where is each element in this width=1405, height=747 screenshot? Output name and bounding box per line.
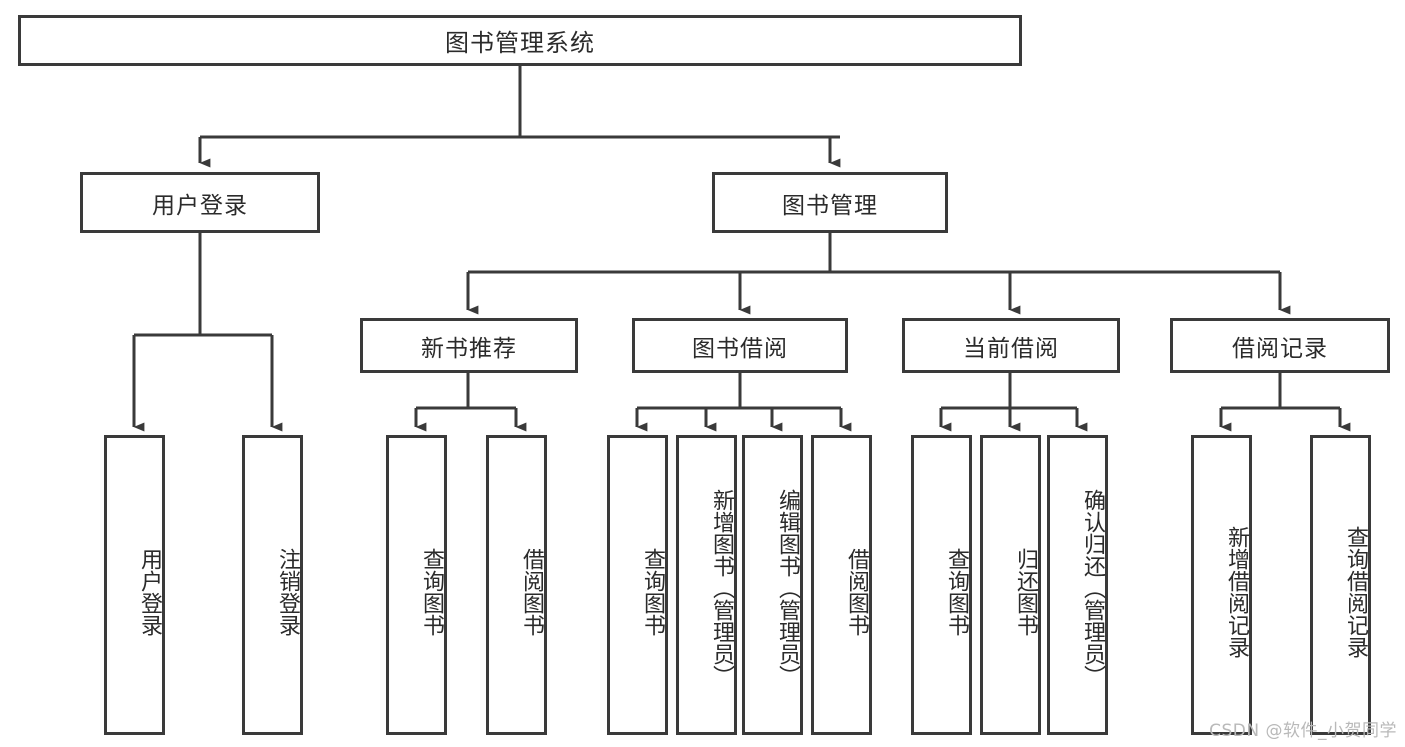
leaf-confirm-return[interactable]: 确认归还（管理员） xyxy=(1047,435,1108,735)
node-book-borrow[interactable]: 图书借阅 xyxy=(632,318,848,373)
node-new-book-recommend[interactable]: 新书推荐 xyxy=(360,318,578,373)
leaf-edit-book[interactable]: 编辑图书（管理员） xyxy=(742,435,803,735)
leaf-query-book-borrow[interactable]: 查询图书 xyxy=(607,435,668,735)
leaf-borrow-book-new[interactable]: 借阅图书 xyxy=(486,435,547,735)
leaf-query-book-current[interactable]: 查询图书 xyxy=(911,435,972,735)
leaf-add-record[interactable]: 新增借阅记录 xyxy=(1191,435,1252,735)
node-user-login[interactable]: 用户登录 xyxy=(80,172,320,233)
leaf-query-book-new[interactable]: 查询图书 xyxy=(386,435,447,735)
leaf-logout[interactable]: 注销登录 xyxy=(242,435,303,735)
leaf-borrow-book[interactable]: 借阅图书 xyxy=(811,435,872,735)
leaf-user-login[interactable]: 用户登录 xyxy=(104,435,165,735)
leaf-return-book[interactable]: 归还图书 xyxy=(980,435,1041,735)
node-borrow-record[interactable]: 借阅记录 xyxy=(1170,318,1390,373)
leaf-query-record[interactable]: 查询借阅记录 xyxy=(1310,435,1371,735)
node-current-borrow[interactable]: 当前借阅 xyxy=(902,318,1120,373)
node-book-management[interactable]: 图书管理 xyxy=(712,172,948,233)
watermark: CSDN @软件_小贺同学 xyxy=(1209,721,1397,741)
leaf-add-book[interactable]: 新增图书（管理员） xyxy=(676,435,737,735)
node-root[interactable]: 图书管理系统 xyxy=(18,15,1022,66)
